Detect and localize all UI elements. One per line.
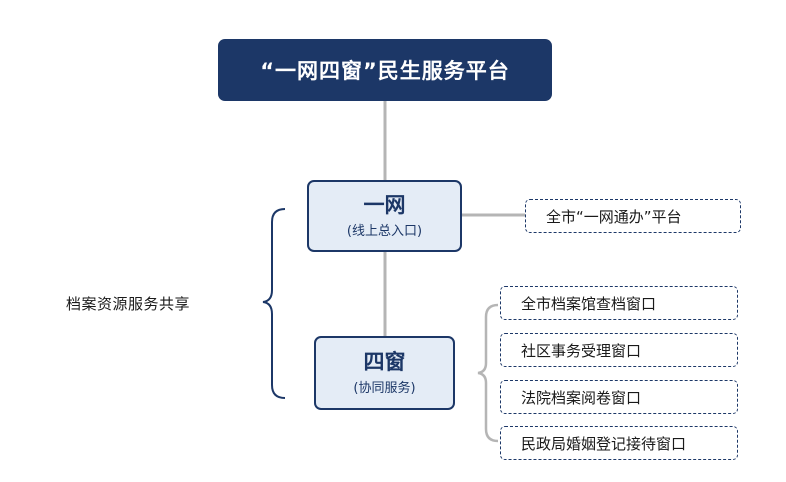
window-box-4: 民政局婚姻登记接待窗口 bbox=[500, 426, 738, 460]
window-label-1: 全市档案馆查档窗口 bbox=[521, 294, 657, 313]
sichuang-title: 四窗 bbox=[363, 349, 406, 374]
right-brace bbox=[477, 303, 499, 443]
window-box-1: 全市档案馆查档窗口 bbox=[500, 286, 738, 320]
window-box-3: 法院档案阅卷窗口 bbox=[500, 380, 738, 414]
yiwang-node: 一网 (线上总入口) bbox=[307, 180, 462, 252]
yiwang-subtitle: (线上总入口) bbox=[346, 223, 423, 239]
window-box-2: 社区事务受理窗口 bbox=[500, 333, 738, 367]
platform-title: “一网四窗”民生服务平台 bbox=[260, 59, 510, 83]
yiwang-title: 一网 bbox=[363, 192, 406, 217]
window-label-3: 法院档案阅卷窗口 bbox=[521, 388, 642, 407]
left-brace bbox=[262, 208, 286, 399]
sichuang-node: 四窗 (协同服务) bbox=[314, 336, 455, 410]
window-label-2: 社区事务受理窗口 bbox=[521, 341, 642, 360]
shared-resources-label: 档案资源服务共享 bbox=[66, 295, 191, 313]
platform-link-label: 全市“一网通办”平台 bbox=[546, 207, 682, 226]
platform-title-box: “一网四窗”民生服务平台 bbox=[218, 39, 552, 101]
sichuang-subtitle: (协同服务) bbox=[353, 380, 416, 396]
window-label-4: 民政局婚姻登记接待窗口 bbox=[521, 434, 687, 453]
platform-link-box: 全市“一网通办”平台 bbox=[525, 199, 741, 233]
